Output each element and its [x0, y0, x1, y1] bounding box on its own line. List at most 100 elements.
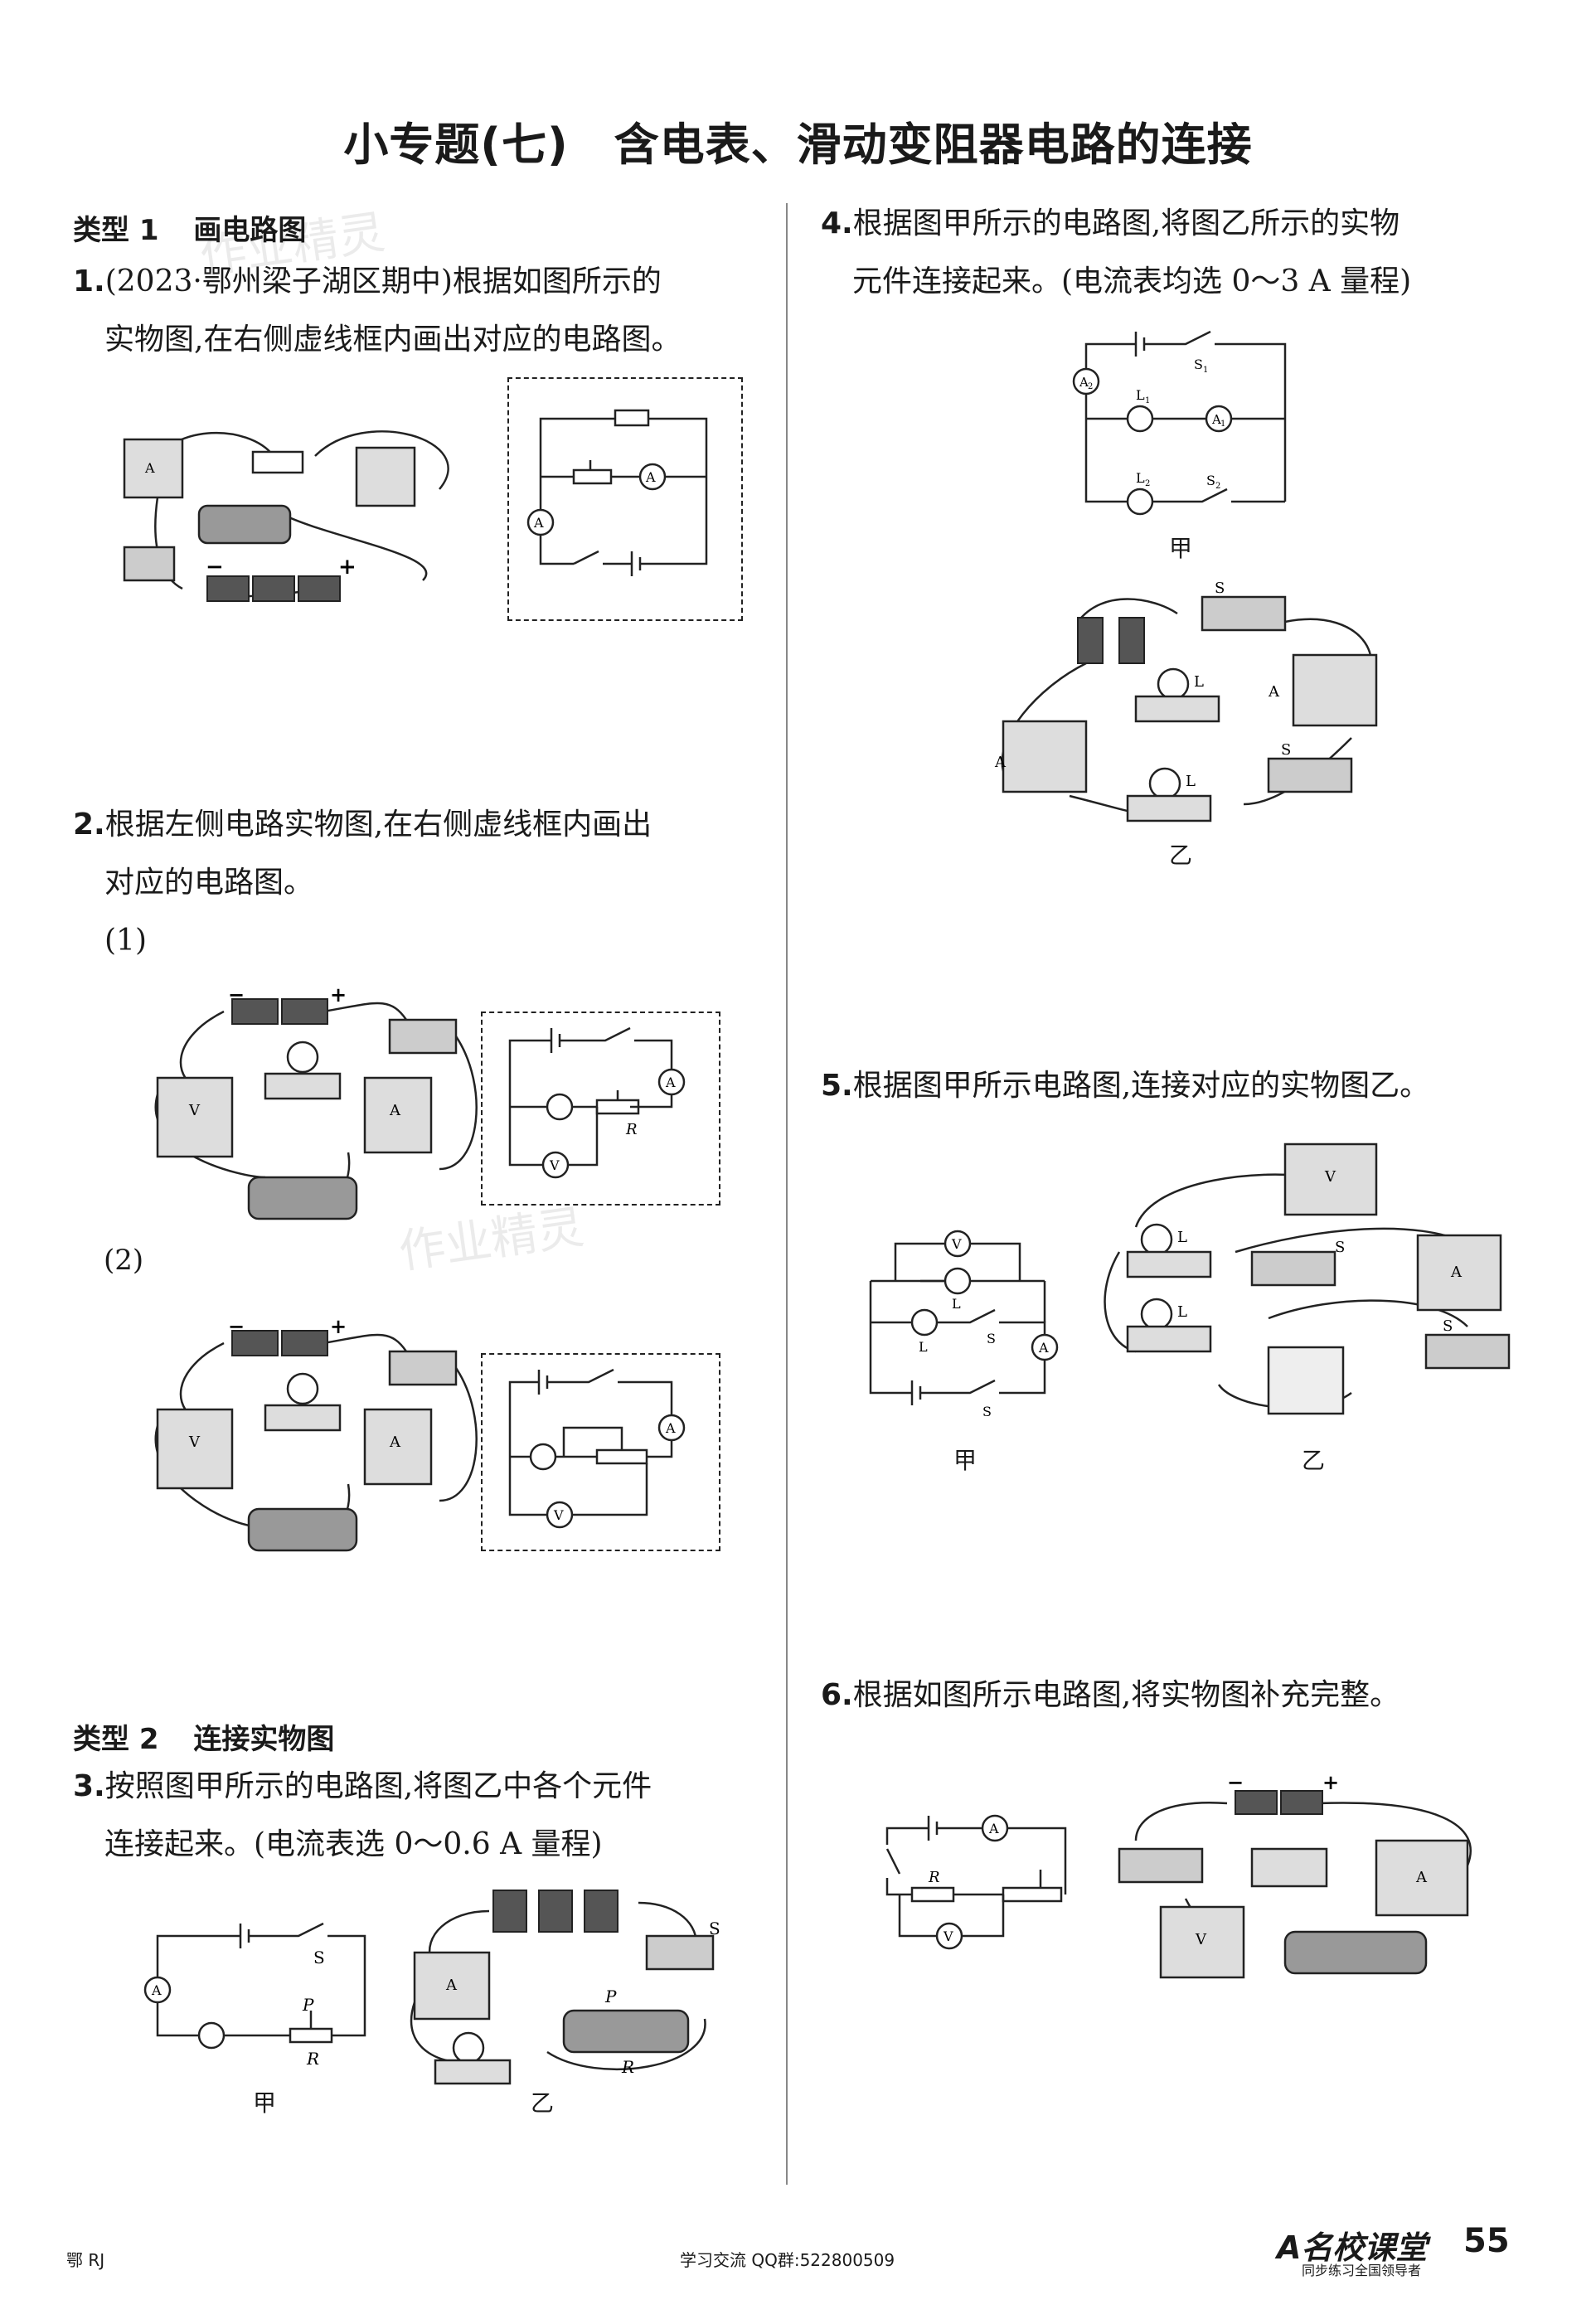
q2-1-physical-circuit: V A − +	[154, 982, 478, 1220]
diagram-ammeter-label: A	[151, 1982, 162, 1998]
lamp	[286, 1041, 319, 1074]
lamp-l2	[1148, 767, 1181, 800]
battery-3	[584, 1890, 619, 1933]
lamp	[452, 2031, 485, 2064]
q4-number: 4.	[821, 206, 853, 240]
q3-fig-b-caption: 乙	[531, 2089, 555, 2117]
question-1: 1.(2023·鄂州梁子湖区期中)根据如图所示的 实物图,在右侧虚线框内画出对应…	[73, 253, 761, 369]
rheostat	[562, 2009, 690, 2054]
q2-2-answer-box	[481, 1353, 720, 1551]
ammeter	[1375, 1839, 1469, 1917]
s2-sub: 2	[1215, 482, 1220, 491]
page-number: 55	[1463, 2222, 1510, 2260]
diagram-voltmeter-label: V	[549, 1157, 560, 1173]
column-divider	[786, 203, 788, 2185]
plus-sign: +	[330, 982, 347, 1007]
q2-sub1: (1)	[104, 924, 147, 958]
l1-label: L	[1136, 387, 1145, 403]
section-type2: 类型 2 连接实物图	[73, 1716, 334, 1757]
s2-label: S	[1335, 1239, 1345, 1256]
diagram-a2-label: A	[645, 469, 656, 485]
diagram-voltmeter	[546, 1501, 574, 1529]
section-type1-name: 画电路图	[193, 214, 307, 247]
rheostat	[247, 1507, 358, 1552]
s1-label: S	[1194, 357, 1203, 372]
q6-number: 6.	[821, 1678, 853, 1712]
q5-fig-a-caption: 甲	[953, 1447, 977, 1474]
switch-s1	[1424, 1333, 1511, 1370]
lamp-l1-base	[1134, 695, 1220, 723]
q6-circuit-diagram: A V R	[885, 1814, 1067, 1950]
footer-brand-sub: 同步练习全国领导者	[1302, 2263, 1422, 2278]
ammeter-label: A	[445, 1977, 458, 1994]
footer-left: 鄂 RJ	[66, 2250, 105, 2270]
q1-line2: 实物图,在右侧虚线框内画出对应的电路图。	[104, 323, 682, 357]
s1-label: S	[1215, 580, 1225, 597]
minus-sign: −	[228, 1314, 245, 1338]
battery-1	[231, 998, 279, 1025]
diagram-ammeter-a2	[638, 463, 667, 491]
battery-1	[1077, 617, 1104, 664]
a2-label: A	[994, 754, 1007, 771]
q2-line2: 对应的电路图。	[104, 866, 314, 900]
battery-2	[281, 998, 328, 1025]
s1-sub: 1	[1203, 366, 1208, 375]
battery	[1267, 1346, 1345, 1415]
battery-2	[538, 1890, 573, 1933]
q5-physical-circuit: V L S A L S	[1104, 1143, 1511, 1415]
resistor	[1250, 1847, 1328, 1888]
switch	[1118, 1847, 1204, 1884]
lamp-base	[264, 1404, 342, 1432]
battery-1	[1235, 1790, 1278, 1815]
voltmeter-label: V	[943, 1928, 953, 1944]
rheostat-p-label: P	[604, 1987, 617, 2006]
lamp-coil	[251, 450, 304, 474]
q3-physical-circuit: S A P R	[410, 1890, 720, 2085]
diagram-r-label: R	[306, 2049, 319, 2069]
plus-sign: +	[1322, 1770, 1339, 1794]
a2-label: A	[1079, 375, 1089, 390]
rheostat-r-label: R	[621, 2057, 634, 2077]
a1-label: A	[1268, 683, 1280, 701]
diagram-lamp-l1	[944, 1267, 972, 1295]
voltmeter-label: V	[1324, 1168, 1336, 1186]
q4-fig-a-caption: 甲	[1169, 535, 1193, 562]
switch	[388, 1350, 458, 1386]
voltmeter-label: V	[188, 1434, 201, 1451]
rheostat	[247, 1176, 358, 1220]
q5-line1: 根据图甲所示电路图,连接对应的实物图乙。	[852, 1069, 1430, 1103]
ammeter-label: A	[389, 1434, 401, 1451]
l2-label: L	[1186, 773, 1196, 790]
q3-number: 3.	[73, 1769, 105, 1803]
q2-number: 2.	[73, 808, 105, 842]
question-6: 6.根据如图所示电路图,将实物图补充完整。	[821, 1666, 1550, 1725]
question-5: 5.根据图甲所示电路图,连接对应的实物图乙。	[821, 1057, 1550, 1115]
q1-number: 1.	[73, 264, 105, 298]
diagram-p-label: P	[302, 1995, 314, 2015]
diagram-lamp	[546, 1093, 574, 1121]
ammeter-a2	[355, 446, 416, 507]
voltmeter	[1283, 1143, 1378, 1216]
diagram-ammeter-label: A	[665, 1420, 676, 1436]
diagram-ammeter-a1	[1205, 405, 1233, 433]
voltmeter-label: V	[1195, 1931, 1207, 1948]
section-type2-name: 连接实物图	[193, 1723, 335, 1756]
ammeter-label: A	[1415, 1869, 1428, 1886]
ammeter-a1	[1292, 653, 1378, 727]
diagram-a1-label: A	[533, 515, 544, 531]
a2-sub: 2	[1088, 382, 1093, 391]
q2-line1: 根据左侧电路实物图,在右侧虚线框内画出	[104, 808, 652, 842]
l1-label: L	[1194, 673, 1204, 691]
q1-circuit-diagram: A A	[526, 409, 708, 576]
q5-circuit-diagram: V L L A S S	[869, 1230, 1059, 1419]
diagram-ammeter	[1031, 1333, 1059, 1361]
q1-line1: (2023·鄂州梁子湖区期中)根据如图所示的	[104, 264, 662, 298]
lamp-base	[434, 2059, 512, 2085]
l1-sub: 1	[1145, 396, 1150, 405]
switch-s1	[1201, 595, 1287, 632]
voltmeter	[156, 1408, 234, 1490]
diagram-lamp-l2	[910, 1308, 939, 1337]
l2-label: L	[919, 1339, 928, 1355]
lamp-l2-base	[1126, 1325, 1212, 1353]
minus-sign: −	[1227, 1770, 1244, 1794]
